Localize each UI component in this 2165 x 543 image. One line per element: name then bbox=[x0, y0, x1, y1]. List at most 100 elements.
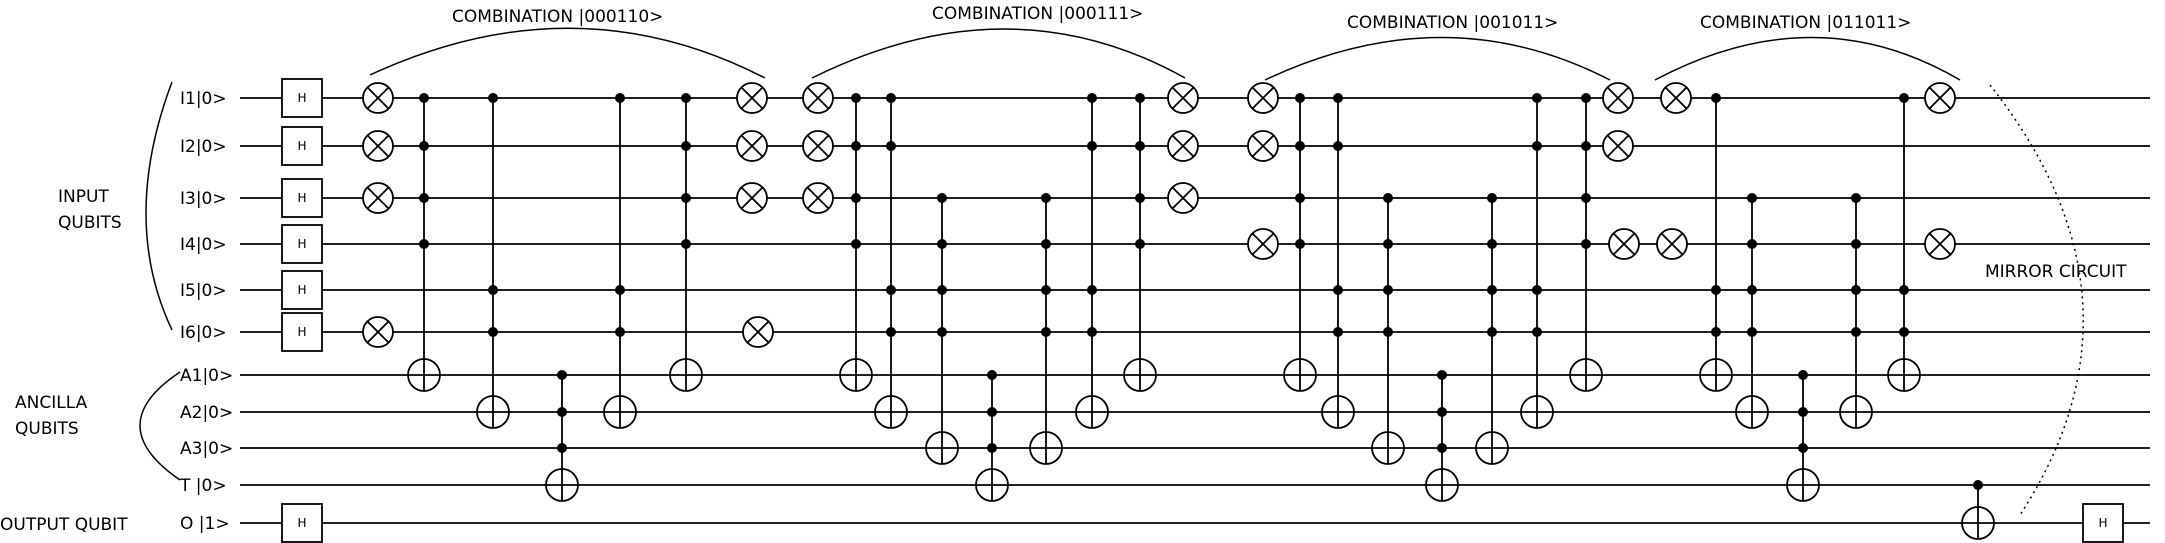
cnot-c2-a1-control bbox=[851, 239, 861, 249]
cnot-c2-a1-undo-control bbox=[1135, 193, 1145, 203]
cnot-c3-a1-control bbox=[1295, 239, 1305, 249]
combination-arc-1 bbox=[369, 27, 766, 79]
cnot-c2-a2-undo-control bbox=[1087, 141, 1097, 151]
cnot-c3-a1-control bbox=[1295, 93, 1305, 103]
cnot-c3-a3-undo-control bbox=[1487, 193, 1497, 203]
cnot-c2-a2-undo-control bbox=[1087, 93, 1097, 103]
cnot-c3-a1-undo-control bbox=[1581, 193, 1591, 203]
cnot-c1-a1-undo-control bbox=[681, 93, 691, 103]
cnot-c4-a1-control bbox=[1711, 285, 1721, 295]
qubit-label-a2: A2|0> bbox=[180, 403, 233, 423]
cnot-c2-a2-control bbox=[886, 285, 896, 295]
cnot-c1-a1-undo-control bbox=[681, 193, 691, 203]
cnot-c3-a1-undo-control bbox=[1581, 141, 1591, 151]
cnot-c2-a3-control bbox=[937, 239, 947, 249]
cnot-c2-a1-control bbox=[851, 193, 861, 203]
cnot-c4-a1-undo-control bbox=[1899, 327, 1909, 337]
cnot-c4-a2-undo-control bbox=[1851, 239, 1861, 249]
cnot-c1-a1-undo-control bbox=[681, 141, 691, 151]
h-gate-output-mirror-box bbox=[2082, 503, 2124, 543]
cnot-c2-a1-undo-control bbox=[1135, 239, 1145, 249]
qubit-label-i4: I4|0> bbox=[180, 235, 227, 255]
cnot-c1-a2-undo-control bbox=[615, 285, 625, 295]
qubit-label-a3: A3|0> bbox=[180, 439, 233, 459]
control-lines bbox=[423, 98, 1979, 523]
cnot-c3-a1-undo-control bbox=[1581, 239, 1591, 249]
h-gate-i6-box bbox=[281, 312, 323, 352]
combination-arc-3 bbox=[1264, 36, 1611, 81]
cnot-c4-t-control bbox=[1798, 443, 1808, 453]
cnot-c3-a2-control bbox=[1333, 141, 1343, 151]
h-gate-i4-box bbox=[281, 224, 323, 264]
cnot-c3-a2-undo-control bbox=[1532, 141, 1542, 151]
combination-label-3: COMBINATION |001011> bbox=[1347, 13, 1558, 33]
cnot-c2-a3-control bbox=[937, 193, 947, 203]
cnot-c2-a1-control bbox=[851, 141, 861, 151]
cnot-c3-a1-control bbox=[1295, 141, 1305, 151]
cnot-c4-a2-undo-control bbox=[1851, 327, 1861, 337]
cnot-c4-a1-undo-control bbox=[1899, 285, 1909, 295]
x-gate-c2-post-2-cross-b bbox=[1171, 186, 1195, 210]
x-gate-c2-post-1-cross-b bbox=[1171, 134, 1195, 158]
mirror-circuit-label: MIRROR CIRCUIT bbox=[1985, 262, 2127, 282]
x-gate-c1-post-2-cross-b bbox=[740, 186, 764, 210]
cnot-c2-a1-control bbox=[851, 93, 861, 103]
cnot-c3-a1-control bbox=[1295, 193, 1305, 203]
x-gate-c4-post-0-cross-b bbox=[1928, 86, 1952, 110]
x-gate-c3-post-3-cross-b bbox=[1612, 232, 1636, 256]
cnot-c2-a2-undo-control bbox=[1087, 327, 1097, 337]
cnot-c2-a1-undo-control bbox=[1135, 93, 1145, 103]
x-gate-c2-pre-0-cross-b bbox=[806, 86, 830, 110]
cnot-c1-a2-undo-control bbox=[615, 93, 625, 103]
qubit-labels: I1|0>I2|0>I3|0>I4|0>I5|0>I6|0>A1|0>A2|0>… bbox=[179, 89, 233, 534]
x-gate-c1-post-0-cross-b bbox=[740, 86, 764, 110]
h-gate-output-mirror-label: H bbox=[2098, 516, 2107, 530]
cnot-c2-t-control bbox=[987, 443, 997, 453]
combination-label-2: COMBINATION |000111> bbox=[932, 4, 1143, 24]
x-gate-c1-pre-5-cross-b bbox=[366, 320, 390, 344]
x-gate-c4-pre-0-cross-b bbox=[1664, 86, 1688, 110]
x-gate-c3-pre-0-cross-b bbox=[1251, 86, 1275, 110]
cnot-c1-a1-undo-control bbox=[681, 239, 691, 249]
qubit-label-i1: I1|0> bbox=[180, 89, 227, 109]
cnot-c3-t-control bbox=[1437, 407, 1447, 417]
combination-arc-4 bbox=[1654, 36, 1961, 81]
x-gate-c1-post-1-cross-b bbox=[740, 134, 764, 158]
qubit-label-a1: A1|0> bbox=[180, 366, 233, 386]
cnot-c2-a2-control bbox=[886, 93, 896, 103]
cnot-c3-t-control bbox=[1437, 370, 1447, 380]
x-gate-c3-pre-1-cross-b bbox=[1251, 134, 1275, 158]
cnot-c3-a3-control bbox=[1383, 327, 1393, 337]
cnot-c2-a3-undo-control bbox=[1041, 193, 1051, 203]
qubit-label-i6: I6|0> bbox=[180, 323, 227, 343]
cnot-c3-a3-control bbox=[1383, 285, 1393, 295]
cnot-c4-t-control bbox=[1798, 370, 1808, 380]
input-qubits-label-line2: QUBITS bbox=[58, 213, 122, 233]
cnot-c3-a2-control bbox=[1333, 327, 1343, 337]
cnot-c2-a3-undo-control bbox=[1041, 327, 1051, 337]
cnot-c4-a2-control bbox=[1747, 285, 1757, 295]
combination-arc-2 bbox=[811, 28, 1186, 79]
combination-label-1: COMBINATION |000110> bbox=[452, 7, 663, 27]
cnot-c3-a1-undo-control bbox=[1581, 93, 1591, 103]
output-qubit-label: OUTPUT QUBIT bbox=[0, 515, 128, 535]
h-gate-i2-box bbox=[281, 126, 323, 166]
h-gate-i4-label: H bbox=[297, 237, 306, 251]
cnot-c3-a3-undo-control bbox=[1487, 285, 1497, 295]
cnot-c3-t-control bbox=[1437, 443, 1447, 453]
x-gate-c1-post-5-cross-b bbox=[746, 320, 770, 344]
cnot-c2-a2-control bbox=[886, 141, 896, 151]
cnot-c1-a2-control bbox=[488, 93, 498, 103]
labels: INPUT QUBITS ANCILLA QUBITS OUTPUT QUBIT… bbox=[0, 4, 2127, 535]
cnot-c2-a2-undo-control bbox=[1087, 285, 1097, 295]
input-qubits-bracket bbox=[145, 81, 173, 331]
cnot-c2-a3-control bbox=[937, 285, 947, 295]
h-gate-i3-box bbox=[281, 178, 323, 218]
cnot-output-control bbox=[1973, 480, 1983, 490]
x-gate-c3-post-0-cross-b bbox=[1606, 86, 1630, 110]
cnot-c3-a2-undo-control bbox=[1532, 93, 1542, 103]
qubit-label-o: O |1> bbox=[180, 514, 230, 534]
h-gate-i1-box bbox=[281, 78, 323, 118]
x-gate-c4-pre-3-cross-b bbox=[1660, 232, 1684, 256]
